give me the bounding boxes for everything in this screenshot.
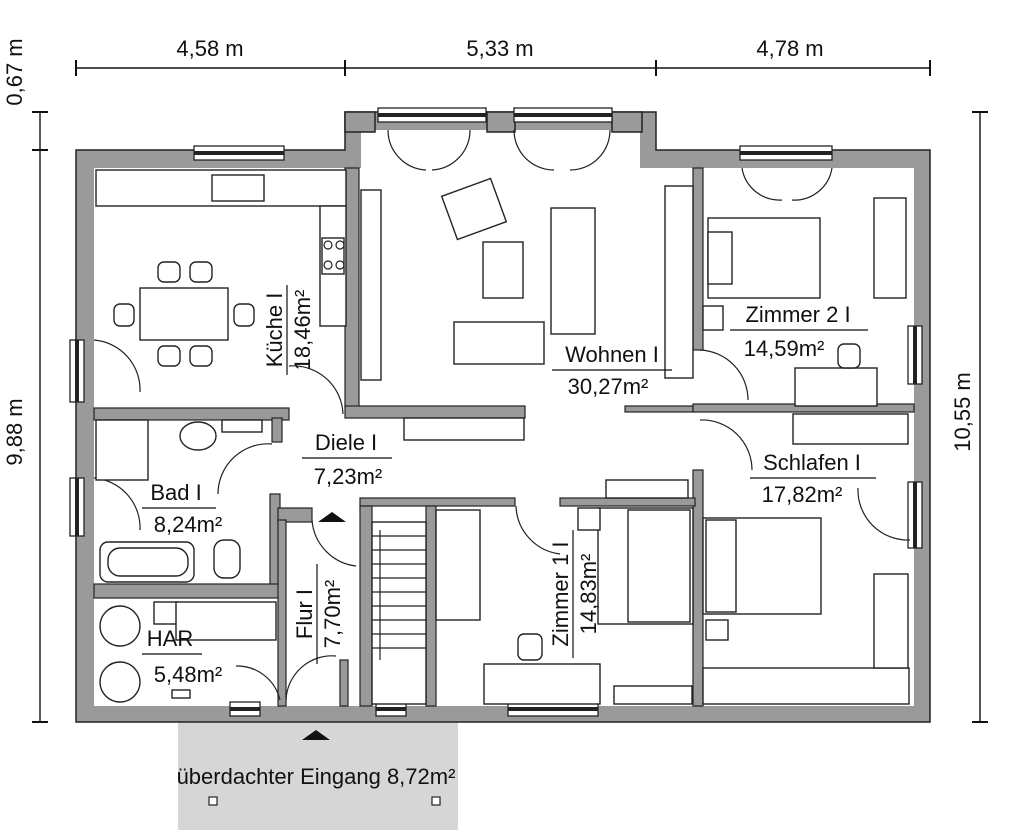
- room-area: 18,46m²: [290, 290, 315, 371]
- dim-right: 10,55 m: [950, 372, 975, 452]
- room-name: Schlafen I: [763, 450, 861, 475]
- dim-left: 9,88 m: [2, 398, 27, 465]
- room-area: 5,48m²: [154, 662, 222, 687]
- bathroom-fixtures: [95, 419, 263, 583]
- zimmer2-furniture: [702, 197, 907, 407]
- dim-left-top: 0,67 m: [2, 38, 27, 105]
- windows: [69, 107, 923, 717]
- bay-wall-piece: [344, 111, 376, 133]
- room-name: Zimmer 2 I: [745, 302, 850, 327]
- room-har: HAR 5,48m²: [142, 626, 222, 687]
- dim-top-right: 4,78 m: [756, 36, 823, 61]
- interior-walls: [93, 167, 915, 707]
- room-name: Diele I: [315, 430, 377, 455]
- living-furniture: [360, 177, 694, 441]
- entrance-label: überdachter Eingang 8,72m²: [177, 764, 456, 789]
- room-wohnen: Wohnen I 30,27m²: [552, 342, 672, 399]
- staircase: [371, 521, 427, 705]
- entry-arrow-icon: [302, 730, 330, 740]
- room-area: 30,27m²: [568, 374, 649, 399]
- entry-arrow-icon: [318, 512, 346, 522]
- room-bad: Bad I 8,24m²: [142, 480, 222, 537]
- room-name: Zimmer 1 I: [548, 541, 573, 646]
- room-name: Flur I: [292, 589, 317, 639]
- porch-post-left: [208, 796, 218, 806]
- room-area: 14,59m²: [744, 336, 825, 361]
- bay-wall-piece: [611, 111, 643, 133]
- har-fixtures: [99, 601, 277, 703]
- room-schlafen: Schlafen I 17,82m²: [750, 450, 876, 507]
- dim-top-left: 4,58 m: [176, 36, 243, 61]
- room-area: 17,82m²: [762, 482, 843, 507]
- room-name: Bad I: [150, 480, 201, 505]
- room-name: HAR: [147, 626, 193, 651]
- room-diele: Diele I 7,23m²: [302, 430, 392, 489]
- room-flur: Flur I 7,70m²: [292, 564, 345, 664]
- door-swings: [93, 129, 911, 701]
- room-zimmer1: Zimmer 1 I 14,83m²: [548, 530, 601, 658]
- dim-top-middle: 5,33 m: [466, 36, 533, 61]
- schlafen-furniture: [702, 413, 910, 705]
- room-name: Wohnen I: [565, 342, 659, 367]
- room-area: 14,83m²: [576, 554, 601, 635]
- room-area: 8,24m²: [154, 512, 222, 537]
- room-area: 7,23m²: [314, 464, 382, 489]
- porch-post-right: [431, 796, 441, 806]
- room-zimmer2: Zimmer 2 I 14,59m²: [730, 302, 868, 361]
- room-name: Küche I: [262, 293, 287, 368]
- bay-wall-piece: [486, 111, 516, 133]
- room-area: 7,70m²: [320, 580, 345, 648]
- dimension-lines: [32, 60, 988, 723]
- kitchen-furniture: [95, 169, 347, 367]
- zimmer1-furniture: [435, 479, 694, 705]
- room-kueche: Küche I 18,46m²: [262, 285, 315, 375]
